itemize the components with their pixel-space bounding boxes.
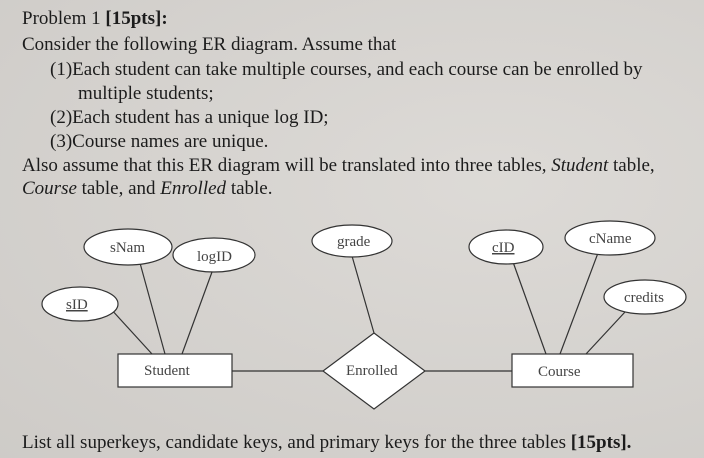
also-line2: Course table, and Enrolled table. [22,178,273,200]
attr-cname-ellipse [564,220,656,256]
heading-points: [15pts]: [105,8,168,29]
also-line2-b: table, and [76,178,161,199]
relationship-enrolled-label: Enrolled [346,363,398,379]
line-logid-student [181,271,213,355]
question-line: List all superkeys, candidate keys, and … [22,432,631,454]
attr-credits-ellipse [603,279,687,315]
line-credits-course [585,311,626,355]
attr-sname-label: sNam [110,240,145,256]
line-grade-enrolled [351,255,375,334]
attr-logid-ellipse [172,237,256,273]
attr-cname-label: cName [589,231,632,247]
also-line1-a: Also assume that this ER diagram will be… [22,155,552,176]
attr-grade-ellipse [311,224,393,258]
also-line2-d: table. [226,178,273,199]
attr-cid-label: cID [492,240,515,256]
attr-grade-label: grade [337,234,371,250]
line-sid-student [109,307,153,355]
intro-line: Consider the following ER diagram. Assum… [22,34,397,55]
attr-sid-label: sID [66,297,88,313]
also-line1: Also assume that this ER diagram will be… [22,155,655,177]
assumption-3: (3)Course names are unique. [50,131,269,152]
attr-logid-label: logID [197,249,232,265]
problem-heading: Problem 1 [15pts]: [22,8,168,30]
entity-course-box [511,353,634,388]
assumption-1-line1: (1)Each student can take multiple course… [50,59,643,80]
also-line2-course: Course [22,178,77,199]
assumption-1-line2: multiple students; [78,83,214,104]
attr-sid-ellipse [41,286,119,322]
attr-credits-label: credits [624,290,664,306]
line-cname-course [559,252,599,355]
entity-course-label: Course [538,364,581,380]
assumption-2: (2)Each student has a unique log ID; [50,107,329,128]
also-line1-c: table, [608,155,655,176]
line-cid-course [512,261,547,355]
line-sname-student [139,262,166,355]
question-points: [15pts]. [570,432,632,453]
question-text: List all superkeys, candidate keys, and … [22,432,571,453]
attr-cid-ellipse [468,229,544,265]
entity-student-box [117,353,233,388]
entity-student-label: Student [144,363,191,379]
also-line2-enrolled: Enrolled [160,178,227,199]
heading-prefix: Problem 1 [22,8,106,29]
attr-sname-ellipse [83,228,173,266]
relationship-enrolled-diamond [321,332,427,410]
also-line1-student: Student [551,155,609,176]
